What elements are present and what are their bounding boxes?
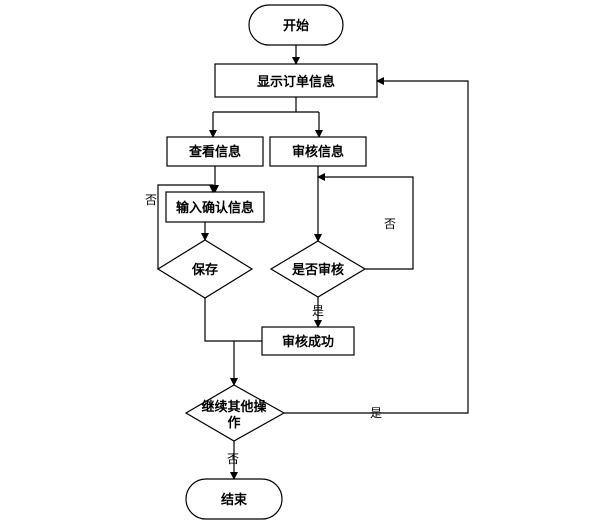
view-info-label: 查看信息 xyxy=(188,144,241,160)
input-confirm-box xyxy=(165,191,265,223)
continue-label-line2: 作 xyxy=(227,415,240,431)
edge-save-down-merge xyxy=(204,298,262,342)
view-info-box xyxy=(166,136,264,167)
reviewed-yes-label: 是 xyxy=(312,304,324,318)
start-label: 开始 xyxy=(283,18,309,34)
end-label: 结束 xyxy=(221,492,248,508)
save-label: 保存 xyxy=(191,262,218,278)
edge-save-no-loop xyxy=(157,184,217,269)
continue-label-line1: 继续其他操 xyxy=(201,399,266,415)
reviewed-label: 是否审核 xyxy=(291,262,344,278)
continue-yes-label: 是 xyxy=(370,406,382,420)
edge-continue-yes-loop xyxy=(284,77,469,414)
review-success-label: 审核成功 xyxy=(282,334,334,350)
show-orders-label: 显示订单信息 xyxy=(257,74,335,90)
edge-reviewed-no-loop xyxy=(317,173,414,270)
save-no-label: 否 xyxy=(145,193,157,207)
show-orders-box xyxy=(214,63,378,98)
review-info-box xyxy=(269,136,367,167)
end-terminator xyxy=(185,478,283,520)
input-confirm-label: 输入确认信息 xyxy=(176,200,254,216)
reviewed-no-label: 否 xyxy=(384,217,396,231)
review-info-label: 审核信息 xyxy=(292,144,344,160)
continue-no-label: 否 xyxy=(227,452,239,466)
edge-show-split xyxy=(213,97,319,113)
